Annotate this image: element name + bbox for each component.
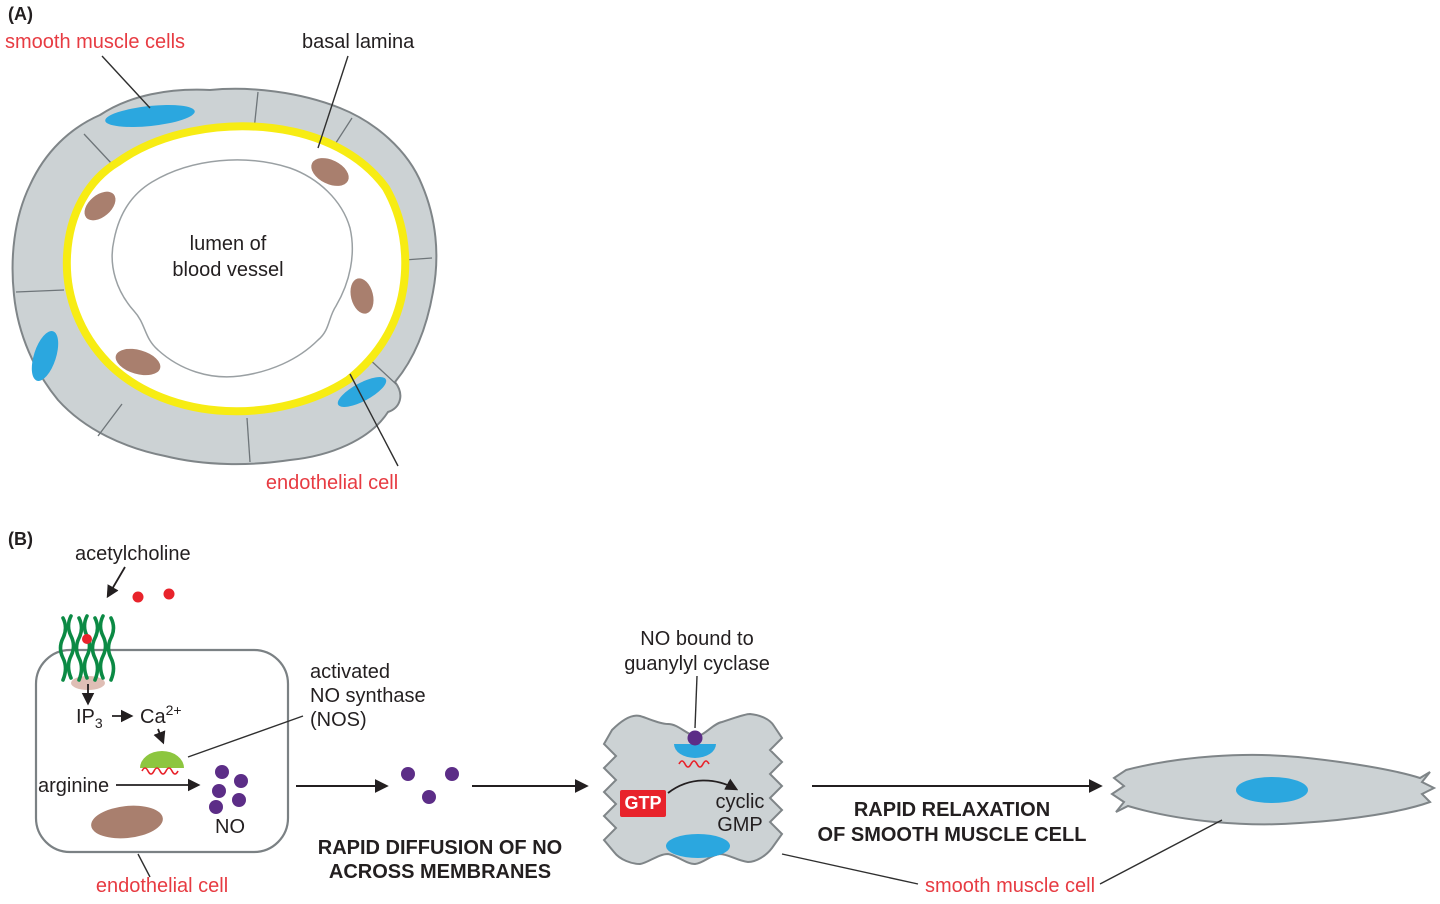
endothelial-nucleus (84, 191, 116, 221)
endothelial-nuclei (84, 158, 374, 376)
panel-b-label: (B) (8, 529, 33, 549)
nos-label-line2: NO synthase (310, 685, 426, 707)
endothelial-nucleus (350, 278, 374, 314)
acetylcholine-arrow (106, 566, 126, 599)
gtp-badge (620, 790, 666, 817)
diffusion-caption-line1: RAPID DIFFUSION OF NO (318, 837, 562, 859)
relaxation-caption-line2: OF SMOOTH MUSCLE CELL (818, 824, 1087, 846)
basal-lamina-label: basal lamina (302, 31, 415, 53)
endothelial-cell-label: endothelial cell (96, 875, 228, 897)
guanylyl-pointer-line (694, 675, 698, 729)
smooth-muscle-pointer-line (101, 55, 151, 109)
diffusion-caption-line2: ACROSS MEMBRANES (329, 861, 551, 883)
free-no-molecules (401, 767, 459, 804)
no-molecule-dot (212, 784, 226, 798)
smooth-muscle-cell-body (602, 712, 784, 866)
cgmp-label-line2: GMP (717, 814, 763, 836)
endothelial-nucleus (311, 158, 349, 186)
panel-a-label: (A) (8, 4, 33, 24)
smooth-muscle-pointer-right (1099, 819, 1223, 885)
gtp-label: GTP (624, 793, 661, 813)
no-molecule-dot (209, 800, 223, 814)
smooth-muscle-nucleus (337, 377, 387, 407)
endothelial-nucleus (115, 348, 161, 376)
smooth-muscle-cell-label: smooth muscle cell (925, 875, 1095, 897)
smooth-muscle-nuclei (31, 104, 387, 407)
bound-acetylcholine-dot (82, 634, 92, 644)
no-molecule-dot (232, 793, 246, 807)
endothelial-cell-label: endothelial cell (266, 472, 398, 494)
gtp-to-cgmp-arrow (667, 778, 739, 794)
no-molecule-dot (422, 790, 436, 804)
nos-active-site-squiggle (141, 767, 179, 775)
relaxed-cell-nucleus (1236, 777, 1308, 803)
arginine-label: arginine (38, 775, 109, 797)
endothelial-cell-pointer-line (137, 853, 151, 878)
lumen-label-line2: blood vessel (172, 259, 283, 281)
ip3-label: IP3 (76, 706, 103, 731)
panel-a: (A) smooth muscle cells basal lamina (5, 4, 438, 494)
endothelial-cell-nucleus (91, 805, 163, 839)
smooth-muscle-cells-label: smooth muscle cells (5, 31, 185, 53)
calcium-label: Ca2+ (140, 702, 182, 728)
no-molecules-inside-cell (209, 765, 248, 814)
no-label: NO (215, 816, 245, 838)
nos-pointer-line (187, 715, 304, 758)
smooth-muscle-cell-nucleus (666, 834, 730, 858)
no-molecule-dot (401, 767, 415, 781)
guanylyl-active-site-squiggle (678, 760, 710, 768)
guanylyl-label-line1: NO bound to (640, 628, 753, 650)
panel-b: (B) acetylcholine IP3 Ca2+ (8, 529, 1437, 897)
no-molecule-dot (215, 765, 229, 779)
guanylyl-label-line2: guanylyl cyclase (624, 653, 770, 675)
lumen-label-line1: lumen of (190, 233, 267, 255)
acetylcholine-dot (132, 591, 144, 603)
no-molecule-dot (234, 774, 248, 788)
cgmp-label-line1: cyclic (716, 791, 765, 813)
no-synthase-icon (140, 751, 184, 768)
endothelial-pointer-line (349, 373, 399, 467)
relaxation-caption-line1: RAPID RELAXATION (854, 799, 1050, 821)
smooth-muscle-nucleus (105, 104, 195, 128)
acetylcholine-dot (163, 588, 175, 600)
acetylcholine-label: acetylcholine (75, 543, 191, 565)
guanylyl-cyclase-icon (674, 744, 716, 758)
smooth-muscle-pointer-left (781, 853, 919, 885)
acetylcholine-molecules (132, 588, 175, 603)
nos-label-line1: activated (310, 661, 390, 683)
bound-no-dot (687, 730, 703, 746)
nos-label-line3: (NOS) (310, 709, 367, 731)
ca-to-nos-arrow (153, 728, 166, 745)
no-molecule-dot (445, 767, 459, 781)
basal-lamina-pointer-line (317, 55, 349, 149)
acetylcholine-receptor-icon (58, 614, 116, 682)
smooth-muscle-nucleus (31, 331, 59, 381)
vessel-lumen (111, 159, 354, 378)
